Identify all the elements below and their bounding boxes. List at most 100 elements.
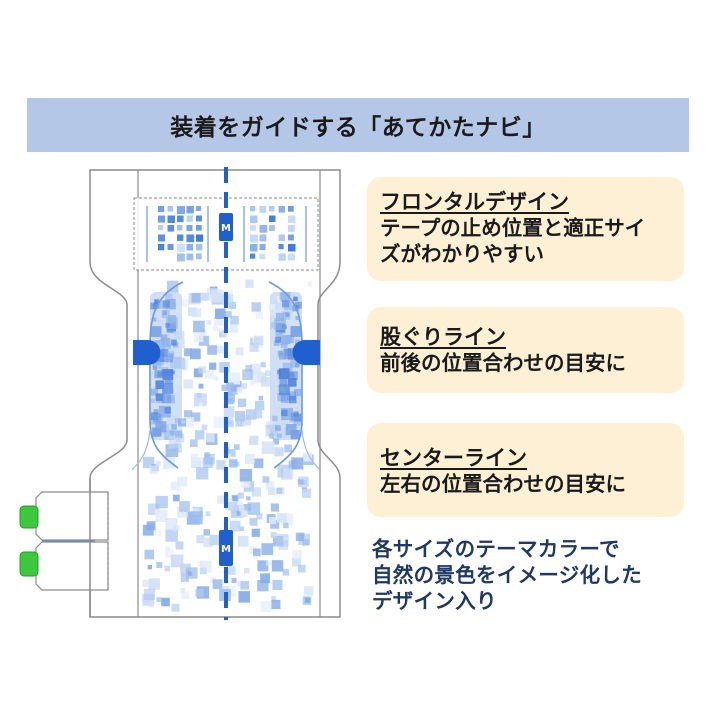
pattern-square [198,383,204,389]
pattern-square [165,529,178,542]
pattern-square [281,513,294,526]
pattern-square [233,444,240,450]
pattern-square [292,557,301,567]
leg-line-right-outer [301,429,321,471]
pattern-square [153,528,162,536]
pattern-square [223,415,233,425]
frontal-square [259,244,266,251]
frontal-square [186,234,195,243]
pattern-square [173,494,180,502]
pattern-square [227,449,236,457]
pattern-square [294,339,300,345]
frontal-square [250,225,256,231]
frontal-square [259,225,268,233]
size-badge-label: M [221,223,231,234]
pattern-square [258,395,263,401]
pattern-square [251,302,261,312]
pattern-square [289,412,300,423]
pattern-square [166,355,173,363]
frontal-square [250,215,258,223]
pattern-square [282,362,293,373]
pattern-square [180,588,186,593]
pattern-square [170,481,180,491]
pattern-square [161,337,171,347]
pattern-square [241,383,247,389]
pattern-square [193,332,204,343]
pattern-square [162,369,174,380]
frontal-square [196,225,202,231]
pattern-square [249,435,259,445]
pattern-square [257,579,269,592]
frontal-square [250,206,256,212]
frontal-square [158,234,165,242]
frontal-square [278,253,286,261]
pattern-square [151,388,159,396]
feature-card-leg-line: 股ぐりライン 前後の位置合わせの目安に [367,307,684,393]
pattern-square [292,550,302,560]
pattern-square [194,393,207,407]
pattern-square [166,432,173,439]
pattern-square [173,357,186,370]
pattern-square [297,479,304,485]
pattern-square [254,335,264,346]
pattern-square [151,379,158,386]
pattern-square [198,335,209,346]
pattern-square [161,597,170,607]
pattern-square [274,447,284,457]
pattern-square [165,299,176,310]
pattern-square [148,601,155,608]
pattern-square [240,580,250,590]
pattern-square [154,299,159,304]
pattern-square [290,326,302,337]
pattern-square [168,436,181,449]
tape-marker-left [133,340,161,365]
frontal-square [177,206,185,214]
pattern-square [275,425,281,431]
pattern-square [226,566,236,575]
pattern-square [251,528,260,537]
pattern-square [242,369,253,380]
frontal-square [196,234,204,242]
pattern-square [149,465,158,474]
pattern-square [275,312,285,321]
pattern-square [239,526,245,531]
pattern-square [249,517,258,526]
frontal-square [259,253,266,260]
pattern-square [206,433,215,443]
pattern-square [174,377,182,386]
pattern-square [265,481,275,490]
caption-line: 自然の景色をイメージ化した [372,563,642,587]
pattern-square [156,597,162,602]
pattern-square [272,579,283,590]
frontal-square [278,234,285,241]
pattern-square [152,317,157,322]
feature-card-frontal-design: フロンタルデザイン テープの止め位置と適正サイ ズがわかりやすい [367,177,684,281]
pattern-square [152,413,162,422]
pattern-square [266,559,272,566]
pattern-square [190,348,201,360]
pattern-square [180,563,191,575]
pattern-square [161,310,170,318]
frontal-square [259,234,267,242]
frontal-square [177,225,183,231]
frontal-square [278,206,286,213]
pattern-square [175,339,185,349]
pattern-square [152,360,162,369]
pattern-square [284,335,292,343]
pattern-square [215,345,224,354]
pattern-square [265,370,271,376]
pattern-square [287,378,297,387]
pattern-square [276,427,287,438]
feature-body-line: テープの止め位置と適正サイ [380,216,646,240]
pattern-square [164,565,171,572]
pattern-square [289,371,298,380]
pattern-square [236,510,242,516]
pattern-square [245,279,254,288]
pattern-square [239,469,253,482]
pattern-square [289,395,297,404]
caption-line: 各サイズのテーマカラーで [372,537,620,561]
pattern-square [154,340,166,351]
tape-marker-right [292,340,320,365]
pattern-square [154,369,163,379]
pattern-square [170,554,184,568]
